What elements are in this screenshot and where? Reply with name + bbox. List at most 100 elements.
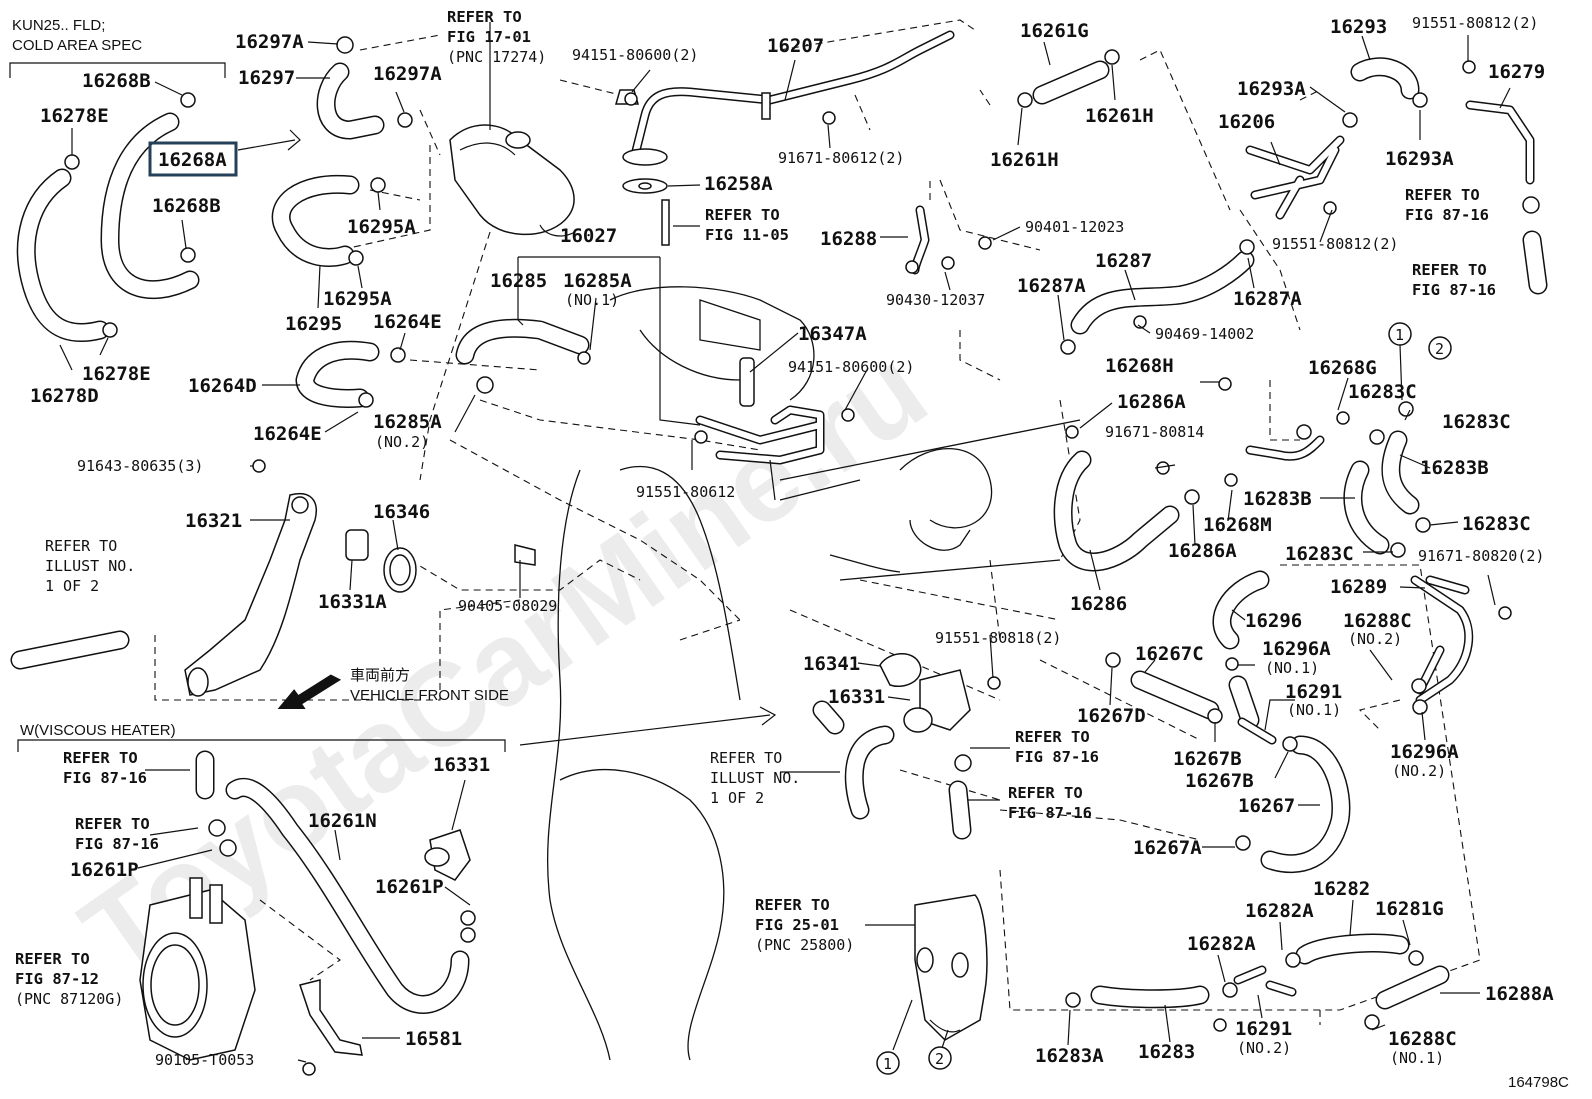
thermostat-housing-center: [812, 653, 972, 840]
part-16261H-2: 16261H: [1085, 105, 1154, 127]
part-16268B-2: 16268B: [152, 195, 221, 217]
part-94151-80600-1: 94151-80600(2): [572, 46, 698, 64]
hose-group-top-right: [910, 57, 1548, 335]
ref-illust-center-l1: REFER TO: [710, 749, 782, 767]
part-16285A-2: 16285A: [373, 411, 442, 433]
part-16286A-2: 16286A: [1168, 540, 1237, 562]
part-16287: 16287: [1095, 250, 1152, 272]
ref-fig1105-l2: FIG 11-05: [705, 226, 789, 244]
circle-marker-2-bottom: 2: [935, 1050, 944, 1068]
circle-markers: 1 2 1 2: [876, 322, 1452, 1075]
ref-fig8716-d-l1: REFER TO: [1008, 784, 1083, 802]
part-91643-80635: 91643-80635(3): [77, 457, 203, 475]
part-16287A-2: 16287A: [1233, 288, 1302, 310]
part-91551-80612: 91551-80612: [636, 483, 735, 501]
engine-outline: [546, 286, 1081, 1061]
part-16283A: 16283A: [1035, 1045, 1104, 1067]
part-16261P-1: 16261P: [70, 859, 139, 881]
part-91671-80820: 91671-80820(2): [1418, 547, 1544, 565]
refer-to-blocks: REFER TO FIG 17-01 (PNC 17274) REFER TO …: [15, 8, 1496, 1008]
part-91551-80812-2: 91551-80812(2): [1272, 235, 1398, 253]
part-16341: 16341: [803, 653, 860, 675]
group-brackets: [9, 62, 506, 752]
part-16283B-1: 16283B: [1420, 457, 1489, 479]
part-16296: 16296: [1245, 610, 1302, 632]
part-16264D: 16264D: [188, 375, 257, 397]
ref-fig8716-b-l2: FIG 87-16: [1412, 281, 1496, 299]
part-16285: 16285: [490, 270, 547, 292]
ref-fig2501-l1: REFER TO: [755, 896, 830, 914]
part-16267: 16267: [1238, 795, 1295, 817]
part-16268A: 16268A: [158, 149, 227, 171]
ref-fig1105-l1: REFER TO: [705, 206, 780, 224]
part-16268G: 16268G: [1308, 357, 1377, 379]
ref-illust-left-l3: 1 OF 2: [45, 577, 99, 595]
part-16267B-2: 16267B: [1185, 770, 1254, 792]
part-16282A-1: 16282A: [1245, 900, 1314, 922]
ref-illust-center-l2: ILLUST NO.: [710, 769, 800, 787]
part-16282A-2: 16282A: [1187, 933, 1256, 955]
note-16296A-no2: (NO.2): [1392, 762, 1446, 780]
part-16286A-1: 16286A: [1117, 391, 1186, 413]
part-16347A: 16347A: [798, 323, 867, 345]
part-16282: 16282: [1313, 878, 1370, 900]
part-16293: 16293: [1330, 16, 1387, 38]
part-16346: 16346: [373, 501, 430, 523]
part-16297: 16297: [238, 67, 295, 89]
part-16288C-2: 16288C: [1388, 1028, 1457, 1050]
ref-fig1701-l1: REFER TO: [447, 8, 522, 26]
part-16285A-1: 16285A: [563, 270, 632, 292]
part-16295: 16295: [285, 313, 342, 335]
part-16267B-1: 16267B: [1173, 748, 1242, 770]
part-16295A-2: 16295A: [323, 288, 392, 310]
part-16278E-1: 16278E: [40, 105, 109, 127]
direction-arrows: [277, 674, 777, 746]
part-90405-08029: 90405-08029: [458, 597, 557, 615]
part-91671-80612: 91671-80612(2): [778, 149, 904, 167]
part-90430-12037: 90430-12037: [886, 291, 985, 309]
part-16283C-1: 16283C: [1348, 381, 1417, 403]
dashed-guides: [154, 19, 1481, 1025]
note-vehicle-front-en: VEHICLE FRONT SIDE: [350, 687, 509, 704]
part-16268M: 16268M: [1203, 514, 1272, 536]
part-16261G: 16261G: [1020, 20, 1089, 42]
part-90401-12023: 90401-12023: [1025, 218, 1124, 236]
ref-fig8716-e-l1: REFER TO: [63, 749, 138, 767]
ref-fig8716-e-l2: FIG 87-16: [63, 769, 147, 787]
part-16268B-1: 16268B: [82, 70, 151, 92]
part-16279: 16279: [1488, 61, 1545, 83]
water-inlet-25-01: [914, 894, 988, 1041]
part-16291-2: 16291: [1235, 1018, 1292, 1040]
part-16287A-1: 16287A: [1017, 275, 1086, 297]
pipe-assy-16347A: [695, 357, 825, 501]
part-16331A: 16331A: [318, 591, 387, 613]
part-16267D: 16267D: [1077, 705, 1146, 727]
hose-group-right-middle: [1053, 430, 1474, 874]
part-16289: 16289: [1330, 576, 1387, 598]
ref-fig8716-b-l1: REFER TO: [1412, 261, 1487, 279]
part-16293A-2: 16293A: [1385, 148, 1454, 170]
viscous-heater-group: [139, 750, 476, 1061]
part-16258A: 16258A: [704, 173, 773, 195]
ref-illust-center-l3: 1 OF 2: [710, 789, 764, 807]
part-16206: 16206: [1218, 111, 1275, 133]
part-16267A: 16267A: [1133, 837, 1202, 859]
part-91551-80818: 91551-80818(2): [935, 629, 1061, 647]
part-16261P-2: 16261P: [375, 876, 444, 898]
label-leaders: [59, 22, 1511, 1063]
part-16295A-1: 16295A: [347, 216, 416, 238]
part-16027: 16027: [560, 225, 617, 247]
ref-fig1701-l2: FIG 17-01: [447, 28, 531, 46]
ref-fig8712-l1: REFER TO: [15, 950, 90, 968]
part-91671-80814: 91671-80814: [1105, 423, 1204, 441]
note-kun25-line1: KUN25.. FLD;: [12, 17, 105, 34]
ref-fig8716-f-l1: REFER TO: [75, 815, 150, 833]
diagram-code: 164798C: [1508, 1074, 1569, 1091]
part-16261H-1: 16261H: [990, 149, 1059, 171]
part-94151-80600-2: 94151-80600(2): [788, 358, 914, 376]
note-16288C-no2: (NO.2): [1348, 630, 1402, 648]
water-outlet-16321: [184, 493, 536, 697]
part-16283C-3: 16283C: [1462, 513, 1531, 535]
ref-hose-left: [10, 630, 130, 670]
note-16296A-no1: (NO.1): [1265, 659, 1319, 677]
